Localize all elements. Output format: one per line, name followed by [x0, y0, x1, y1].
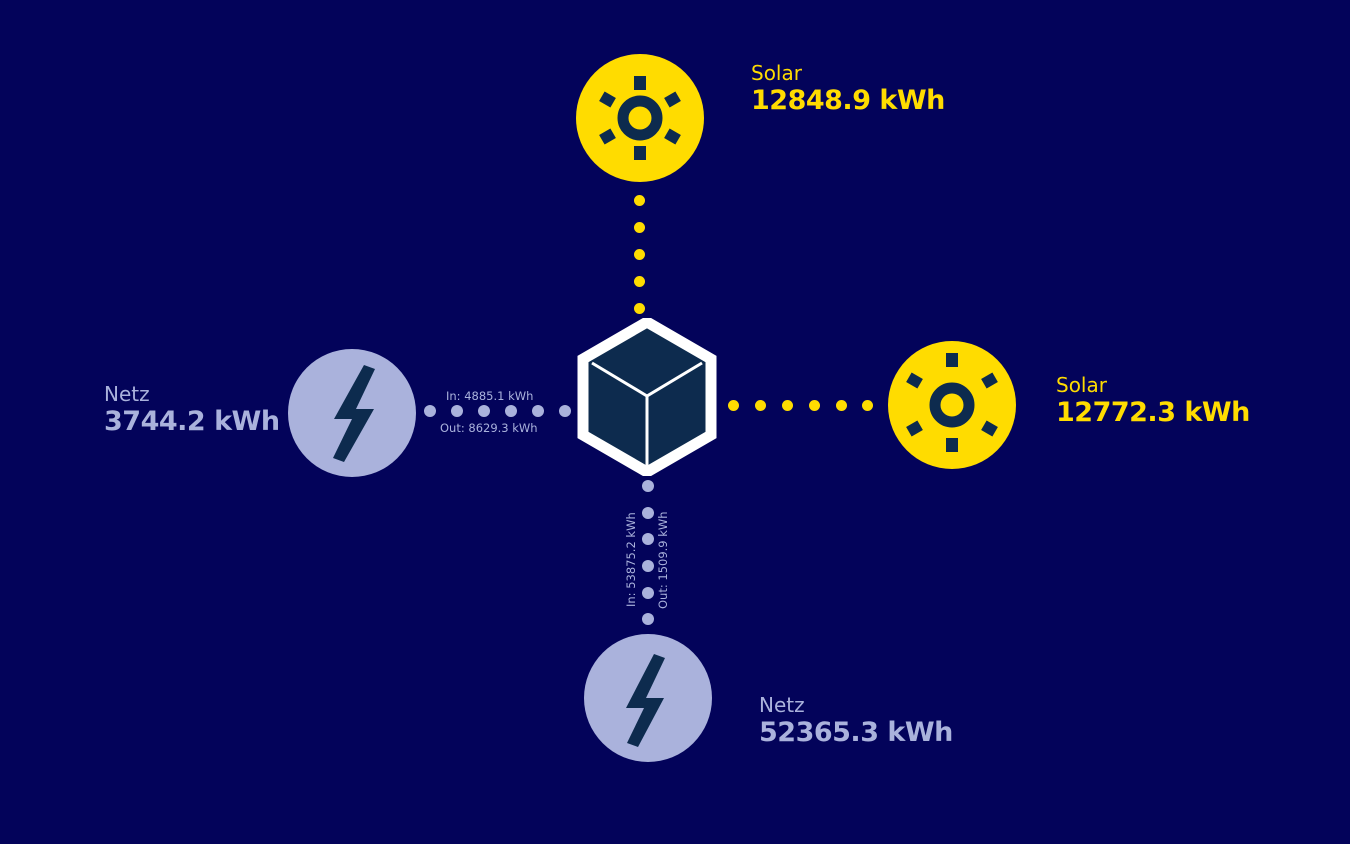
- grid-bottom-name: Netz: [759, 693, 805, 717]
- grid-left-name: Netz: [104, 382, 150, 406]
- cube-icon: [577, 315, 717, 479]
- flow-dot: [505, 405, 517, 417]
- flow-dot: [559, 405, 571, 417]
- flow-dot: [728, 400, 739, 411]
- flow-dot: [642, 507, 654, 519]
- grid-bottom-flow-out: Out: 1509.9 kWh: [656, 511, 670, 609]
- flow-dot: [424, 405, 436, 417]
- solar-top-name: Solar: [751, 61, 802, 85]
- sun-icon: [888, 341, 1016, 469]
- flow-dot: [451, 405, 463, 417]
- flow-dot: [642, 587, 654, 599]
- grid-left-value: 3744.2 kWh: [104, 406, 280, 437]
- grid-left-flow-out: Out: 8629.3 kWh: [440, 421, 538, 435]
- grid-left-flow-in: In: 4885.1 kWh: [446, 389, 534, 403]
- flow-dot: [782, 400, 793, 411]
- solar-right-node[interactable]: [888, 341, 1016, 469]
- grid-left-label: Netz 3744.2 kWh: [104, 382, 280, 438]
- flow-dot: [642, 613, 654, 625]
- solar-right-value: 12772.3 kWh: [1056, 397, 1250, 428]
- flow-dot: [862, 400, 873, 411]
- lightning-icon: [584, 634, 712, 762]
- lightning-icon: [288, 349, 416, 477]
- flow-dot: [809, 400, 820, 411]
- solar-right-name: Solar: [1056, 373, 1107, 397]
- grid-bottom-value: 52365.3 kWh: [759, 717, 953, 748]
- flow-dot: [634, 222, 645, 233]
- flow-dot: [634, 249, 645, 260]
- flow-dot: [634, 303, 645, 314]
- solar-top-value: 12848.9 kWh: [751, 85, 945, 116]
- flow-dot: [642, 560, 654, 572]
- grid-left-node[interactable]: [288, 349, 416, 477]
- flow-dot: [836, 400, 847, 411]
- flow-dot: [642, 533, 654, 545]
- grid-bottom-label: Netz 52365.3 kWh: [759, 693, 953, 749]
- flow-dot: [634, 195, 645, 206]
- flow-dot: [642, 480, 654, 492]
- hub-node[interactable]: [577, 315, 717, 479]
- solar-top-label: Solar 12848.9 kWh: [751, 61, 945, 117]
- flow-dot: [755, 400, 766, 411]
- grid-bottom-node[interactable]: [584, 634, 712, 762]
- flow-dot: [478, 405, 490, 417]
- solar-top-node[interactable]: [576, 54, 704, 182]
- solar-right-label: Solar 12772.3 kWh: [1056, 373, 1250, 429]
- flow-dot: [634, 276, 645, 287]
- sun-icon: [576, 54, 704, 182]
- grid-bottom-flow-in: In: 53875.2 kWh: [624, 512, 638, 607]
- flow-dot: [532, 405, 544, 417]
